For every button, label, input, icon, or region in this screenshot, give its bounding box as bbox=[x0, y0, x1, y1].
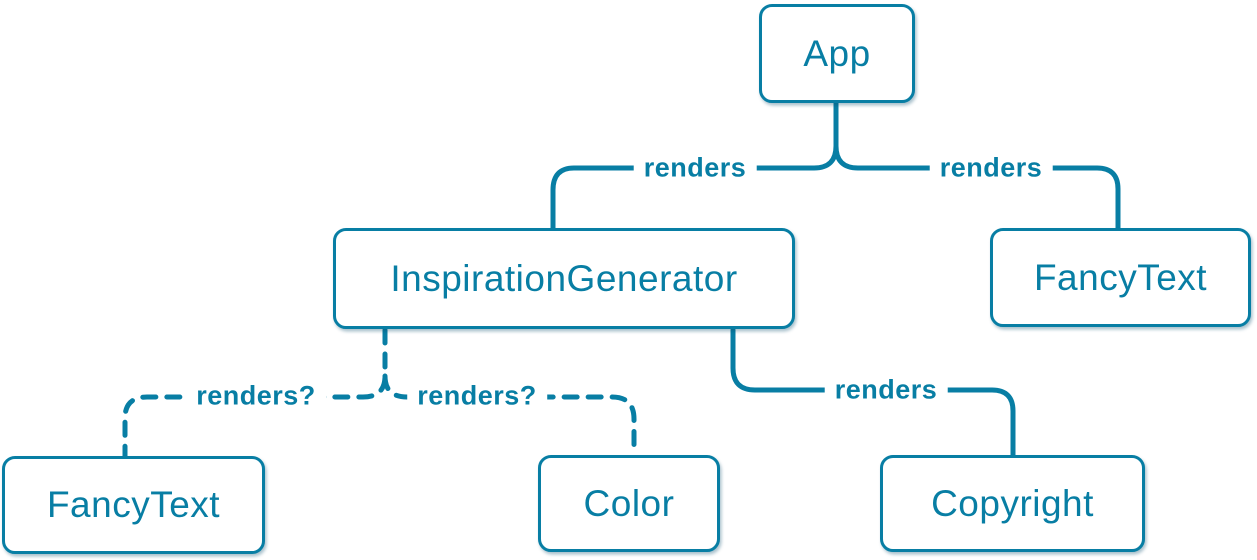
node-app: App bbox=[759, 4, 915, 103]
node-fancy-text-top-label: FancyText bbox=[1033, 256, 1208, 298]
node-color-label: Color bbox=[583, 482, 675, 524]
edge-label-renders-app-inspirationgenerator: renders bbox=[633, 151, 757, 185]
node-fancy-text-top: FancyText bbox=[990, 228, 1251, 327]
edge-label-renders-question-fancytext: renders? bbox=[186, 379, 326, 413]
node-copyright: Copyright bbox=[880, 455, 1145, 552]
node-color: Color bbox=[538, 455, 720, 552]
edge-label-renders-app-fancytext: renders bbox=[929, 151, 1053, 185]
edge-label-renders-question-color: renders? bbox=[407, 379, 547, 413]
edge-label-renders-copyright: renders bbox=[824, 373, 948, 407]
node-inspiration-generator: InspirationGenerator bbox=[333, 228, 795, 329]
node-copyright-label: Copyright bbox=[931, 482, 1094, 524]
node-fancy-text-bottom-label: FancyText bbox=[46, 484, 221, 525]
edge-inspirationgenerator-to-color bbox=[382, 373, 637, 458]
node-app-label: App bbox=[803, 32, 871, 74]
node-fancy-text-bottom: FancyText bbox=[2, 456, 265, 554]
node-inspiration-generator-label: InspirationGenerator bbox=[390, 257, 738, 299]
